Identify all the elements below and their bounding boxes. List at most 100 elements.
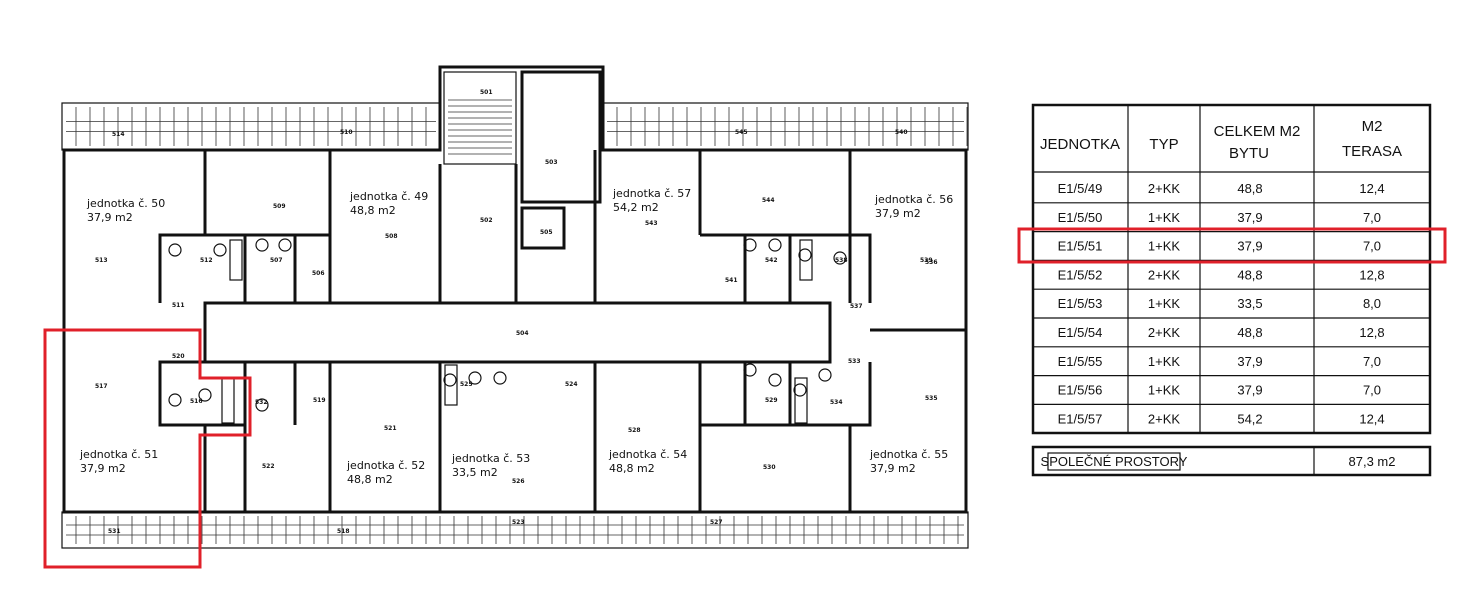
room-code: 542 xyxy=(765,257,778,264)
room-code: 541 xyxy=(725,277,738,284)
fixture-icon xyxy=(743,363,757,377)
bathroom-fixtures xyxy=(168,238,847,424)
room-code: 508 xyxy=(385,233,398,240)
room-code: 519 xyxy=(313,397,326,404)
fixture-icon xyxy=(213,243,227,257)
bathtub-icon xyxy=(799,239,813,281)
header-bytu: BYTU xyxy=(1229,145,1269,162)
cell-terrace: 12,4 xyxy=(1359,181,1384,196)
unit-label-50: jednotka č. 50 xyxy=(86,197,165,210)
elevator-shaft xyxy=(520,70,602,204)
unit-area-50: 37,9 m2 xyxy=(87,211,133,224)
fixture-icon xyxy=(255,398,269,412)
room-code: 510 xyxy=(340,129,353,136)
room-code: 526 xyxy=(512,478,525,485)
room-code: 505 xyxy=(540,229,553,236)
room-code: 527 xyxy=(710,519,723,526)
room-code: 540 xyxy=(895,129,908,136)
room-code: 502 xyxy=(480,217,493,224)
header-terasa: TERASA xyxy=(1342,143,1402,160)
cell-type: 2+KK xyxy=(1148,267,1180,282)
room-code: 532 xyxy=(255,399,268,406)
room-code: 518 xyxy=(337,528,350,535)
room-code: 516 xyxy=(190,398,203,405)
cell-terrace: 7,0 xyxy=(1363,383,1381,398)
room-code: 528 xyxy=(628,427,641,434)
room-code: 514 xyxy=(112,131,125,138)
unit-51-highlight[interactable] xyxy=(43,328,252,569)
bathtub-icon xyxy=(229,239,243,281)
table-row-lines xyxy=(1033,171,1430,405)
unit-area-53: 33,5 m2 xyxy=(452,466,498,479)
room-code: 503 xyxy=(545,159,558,166)
cell-unit: E1/5/53 xyxy=(1058,296,1103,311)
floor-plan: jednotka č. 50 37,9 m2 jednotka č. 49 48… xyxy=(43,65,969,569)
room-code: 509 xyxy=(273,203,286,210)
corridor xyxy=(203,301,832,364)
room-code: 544 xyxy=(762,197,775,204)
unit-label-51: jednotka č. 51 xyxy=(79,448,158,461)
room-code: 543 xyxy=(645,220,658,227)
unit-label-53: jednotka č. 53 xyxy=(451,452,530,465)
unit-area-54: 48,8 m2 xyxy=(609,462,655,475)
cell-unit: E1/5/54 xyxy=(1058,325,1103,340)
fixture-icon xyxy=(255,238,269,252)
cell-type: 1+KK xyxy=(1148,383,1180,398)
fixture-icon xyxy=(768,373,782,387)
room-code: 530 xyxy=(763,464,776,471)
cell-type: 2+KK xyxy=(1148,181,1180,196)
room-code: 536 xyxy=(925,259,938,266)
cell-area: 33,5 xyxy=(1237,296,1262,311)
room-code: 531 xyxy=(108,528,121,535)
unit-label-54: jednotka č. 54 xyxy=(608,448,687,461)
staircase xyxy=(443,71,517,165)
room-code: 537 xyxy=(850,303,863,310)
room-code: 521 xyxy=(384,425,397,432)
fixture-icon xyxy=(168,393,182,407)
fixture-icon xyxy=(833,251,847,265)
room-code: 525 xyxy=(460,381,473,388)
unit-area-56: 37,9 m2 xyxy=(875,207,921,220)
room-code: 533 xyxy=(848,358,861,365)
header-typ: TYP xyxy=(1149,136,1178,153)
row-51-highlight[interactable] xyxy=(1017,227,1447,264)
cell-type: 2+KK xyxy=(1148,325,1180,340)
bathtub-icon xyxy=(794,377,808,424)
room-code: 523 xyxy=(512,519,525,526)
cell-unit: E1/5/55 xyxy=(1058,354,1103,369)
unit-area-51: 37,9 m2 xyxy=(80,462,126,475)
cell-unit: E1/5/49 xyxy=(1058,181,1103,196)
fixture-icon xyxy=(468,371,482,385)
terrace-railing-grid xyxy=(66,107,968,544)
cell-area: 54,2 xyxy=(1237,411,1262,426)
cell-terrace: 7,0 xyxy=(1363,239,1381,254)
cell-type: 1+KK xyxy=(1148,239,1180,254)
room-code: 529 xyxy=(765,397,778,404)
cell-terrace: 12,8 xyxy=(1359,267,1384,282)
elevator-cabin xyxy=(520,206,566,250)
cell-type: 2+KK xyxy=(1148,411,1180,426)
bathtub-icon xyxy=(444,364,458,406)
room-code: 513 xyxy=(95,257,108,264)
unit-labels: jednotka č. 50 37,9 m2 jednotka č. 49 48… xyxy=(79,187,953,486)
cell-unit: E1/5/57 xyxy=(1058,411,1103,426)
room-code: 501 xyxy=(480,89,493,96)
bathtub-icon xyxy=(221,377,235,424)
cell-area: 48,8 xyxy=(1237,325,1262,340)
room-code: 524 xyxy=(565,381,578,388)
unit-area-55: 37,9 m2 xyxy=(870,462,916,475)
terrace-top-right xyxy=(602,102,969,151)
common-spaces-label: SPOLEČNÉ PROSTORY xyxy=(1041,454,1188,469)
cell-type: 1+KK xyxy=(1148,354,1180,369)
